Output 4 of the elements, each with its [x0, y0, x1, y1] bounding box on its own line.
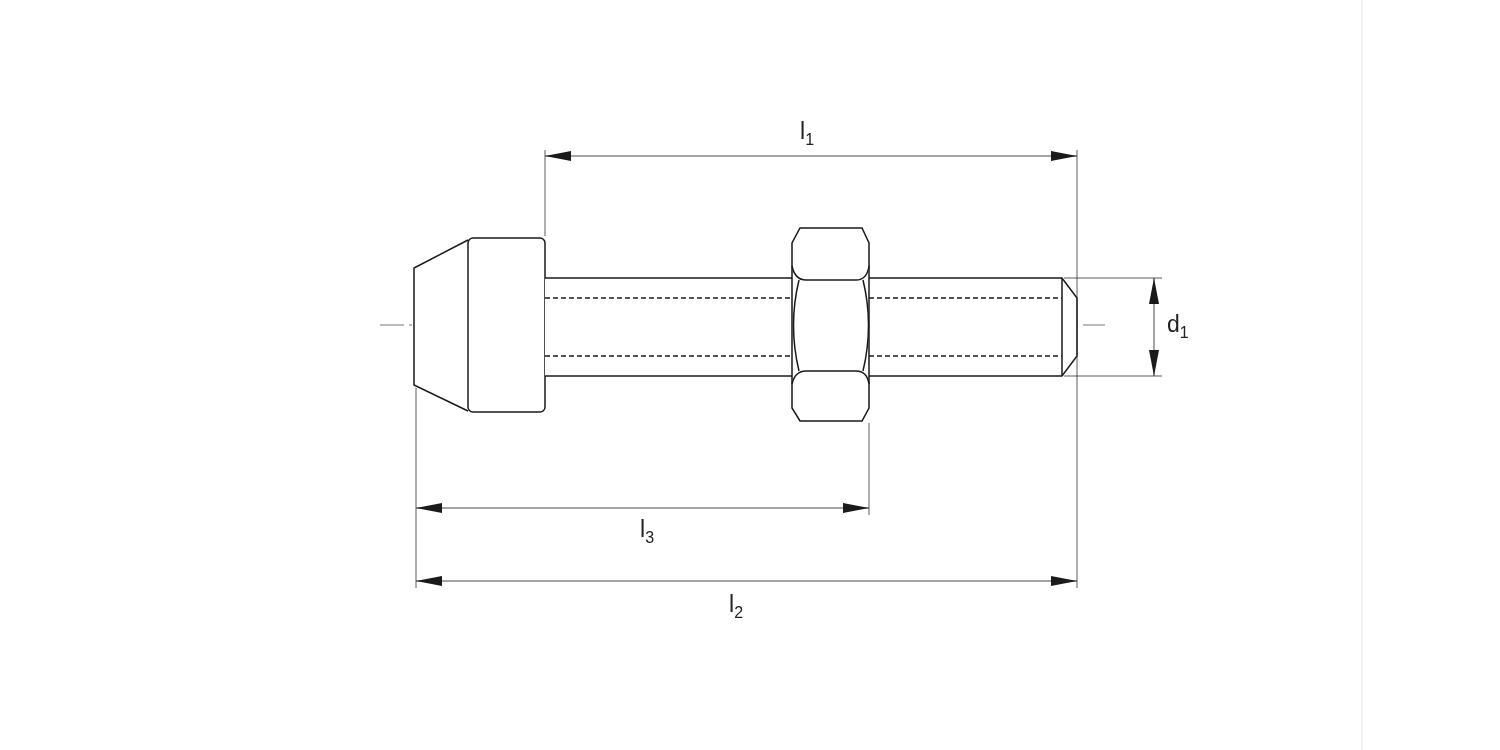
dimension-label: l$_{1}$: [800, 120, 815, 148]
dimension-label: l$_{3}$: [640, 518, 655, 546]
dimension-label: d$_{1}$: [1167, 313, 1189, 341]
dimension-label: l$_{2}$: [729, 593, 744, 621]
